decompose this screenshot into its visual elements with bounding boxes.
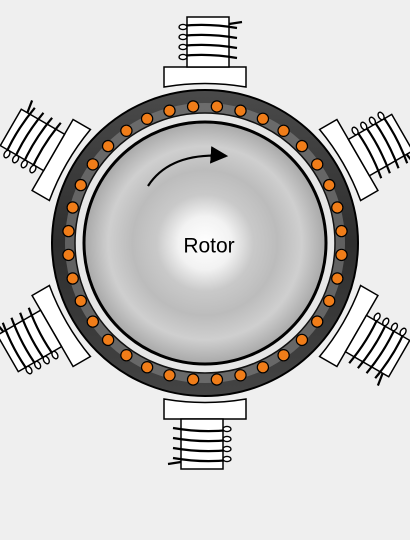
coil-lead <box>26 100 34 114</box>
coil-lead <box>376 372 384 386</box>
coil-end <box>360 121 368 131</box>
coil-end <box>373 312 381 322</box>
conductor <box>66 201 79 214</box>
coil-end <box>20 159 28 169</box>
conductor <box>120 124 133 138</box>
coil-end <box>178 23 188 31</box>
coil-end <box>3 149 11 159</box>
stator-pole <box>163 398 247 470</box>
pole-core <box>344 314 410 378</box>
conductor <box>66 272 79 285</box>
coil-end <box>178 43 188 51</box>
coil-end <box>351 126 359 136</box>
coil-lead <box>228 20 243 26</box>
stator-poles <box>0 16 410 470</box>
coil-end <box>222 435 232 443</box>
conductor-ring <box>62 100 348 386</box>
coil-lead <box>405 153 410 166</box>
coil-end <box>42 355 50 365</box>
stator-pole <box>0 284 92 375</box>
pole-core <box>347 113 410 177</box>
conductor <box>295 139 309 153</box>
coil-end <box>390 322 399 332</box>
conductor <box>323 294 336 308</box>
conductor <box>256 361 270 374</box>
coil-end <box>382 317 390 327</box>
coil-lead <box>167 460 182 466</box>
conductor <box>331 272 344 285</box>
stator-pole <box>318 284 410 386</box>
stator-pole <box>318 111 410 202</box>
conductor <box>311 158 324 171</box>
stator-pole <box>0 100 92 202</box>
conductor <box>120 349 133 362</box>
rotor-label: Rotor <box>183 235 234 258</box>
pole-shoe <box>318 284 379 368</box>
coil-end <box>377 111 385 121</box>
coil-end <box>178 53 188 61</box>
conductor <box>331 201 344 214</box>
conductor <box>62 248 75 262</box>
rotor <box>82 120 328 366</box>
conductor <box>86 158 100 171</box>
coil-end <box>222 425 232 433</box>
conductor <box>210 100 224 113</box>
rotation-arrow <box>147 146 229 187</box>
conductor <box>234 369 247 382</box>
coil-end <box>29 164 37 174</box>
conductor <box>311 315 324 328</box>
conductor <box>323 178 336 192</box>
pole-core <box>0 108 66 172</box>
conductor <box>163 369 176 382</box>
pole-shoe <box>163 398 247 420</box>
conductor <box>74 294 88 308</box>
coil-end <box>178 33 188 41</box>
conductor <box>335 224 348 238</box>
conductor <box>186 373 200 386</box>
stator-pole <box>163 16 247 88</box>
conductor <box>163 104 176 117</box>
pole-core <box>0 309 63 373</box>
coil-end <box>51 350 59 360</box>
conductor <box>335 248 348 262</box>
conductor <box>86 315 100 328</box>
coil-end <box>399 327 407 337</box>
pole-shoe <box>318 118 379 202</box>
conductor <box>277 124 290 138</box>
coil-end <box>368 116 377 126</box>
conductor <box>140 112 154 126</box>
conductor <box>101 333 115 347</box>
pole-shoe <box>31 284 92 368</box>
coil-end <box>25 365 33 375</box>
coil-end <box>11 154 20 164</box>
coil-end <box>222 445 232 453</box>
coil-lead <box>0 320 5 333</box>
conductor <box>62 224 75 238</box>
conductor <box>74 178 88 192</box>
conductor <box>186 100 200 113</box>
conductor <box>256 112 270 126</box>
pole-shoe <box>31 118 92 202</box>
pole-shoe <box>163 66 247 88</box>
conductor <box>101 139 115 153</box>
conductor <box>210 373 224 386</box>
conductor <box>140 361 154 374</box>
conductor <box>277 349 290 362</box>
conductor <box>295 333 309 347</box>
coil-end <box>222 455 232 463</box>
coil-end <box>33 360 42 370</box>
conductor <box>234 104 247 117</box>
